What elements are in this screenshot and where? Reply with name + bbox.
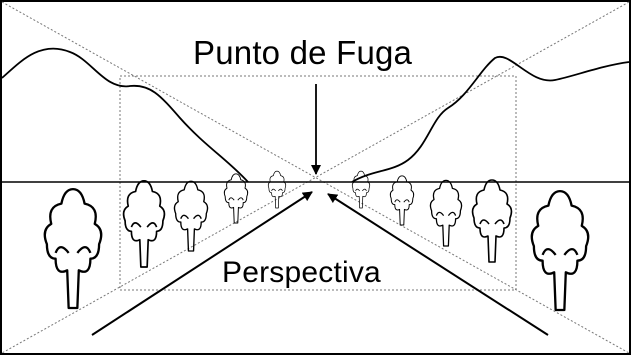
tree-icon — [223, 173, 249, 224]
perspective-guides — [1, 1, 630, 354]
tree-icon — [43, 187, 103, 310]
tree-icon — [429, 179, 463, 247]
tree-icon — [471, 179, 513, 263]
tree-icon — [530, 189, 590, 312]
tree-icon — [122, 180, 166, 268]
right-converging-arrow-icon — [327, 193, 549, 336]
vanishing-point-label: Punto de Fuga — [193, 34, 413, 71]
tree-icon — [389, 175, 415, 226]
right-tree-row — [351, 170, 590, 312]
left-mountain-outline — [1, 47, 249, 183]
left-converging-arrow-icon — [91, 191, 313, 336]
right-mountain-outline — [351, 55, 630, 183]
tree-icon — [267, 170, 287, 209]
perspective-label: Perspectiva — [222, 256, 381, 289]
